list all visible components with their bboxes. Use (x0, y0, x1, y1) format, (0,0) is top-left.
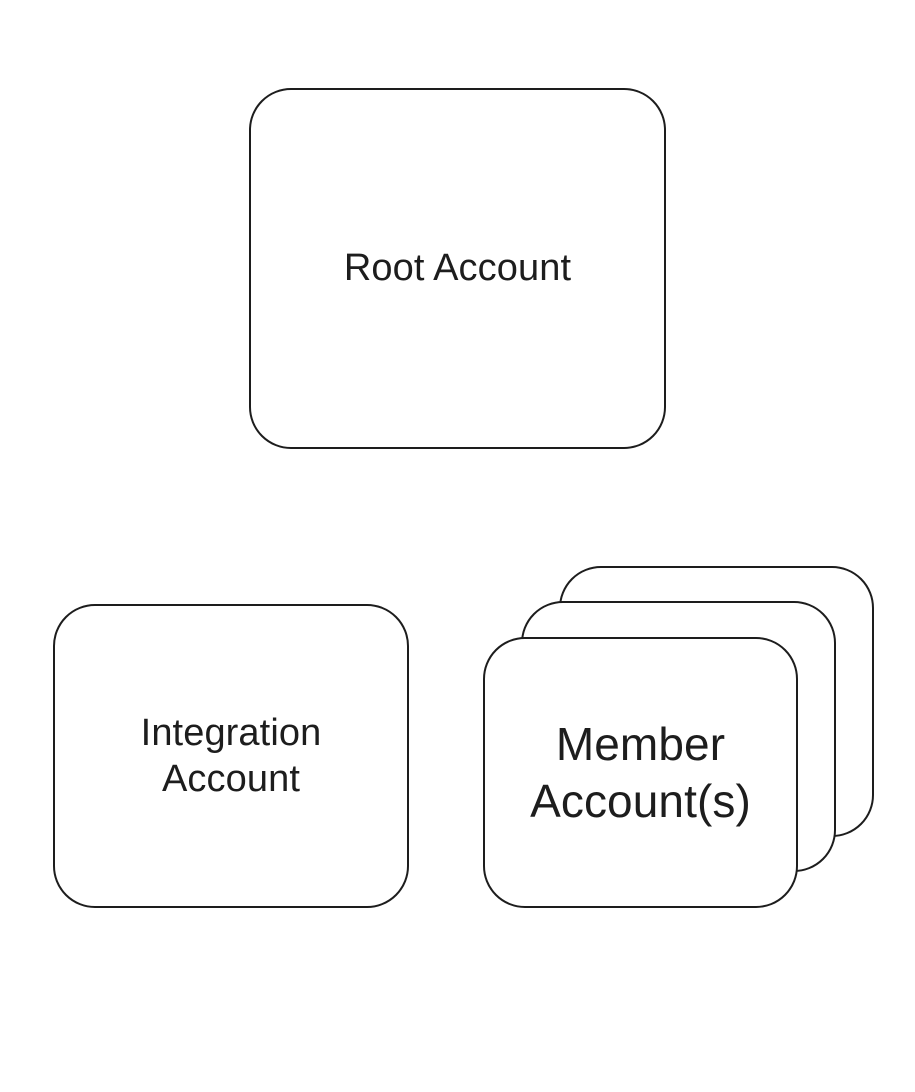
node-member-accounts-card-front[interactable]: Member Account(s) (483, 637, 798, 908)
node-integration-account[interactable]: Integration Account (53, 604, 409, 908)
node-root-account-label: Root Account (343, 247, 572, 290)
node-member-accounts[interactable]: Member Account(s) (483, 566, 875, 910)
node-member-accounts-label: Member Account(s) (530, 718, 751, 827)
node-root-account[interactable]: Root Account (249, 88, 666, 449)
node-integration-account-label: Integration Account (140, 711, 322, 800)
